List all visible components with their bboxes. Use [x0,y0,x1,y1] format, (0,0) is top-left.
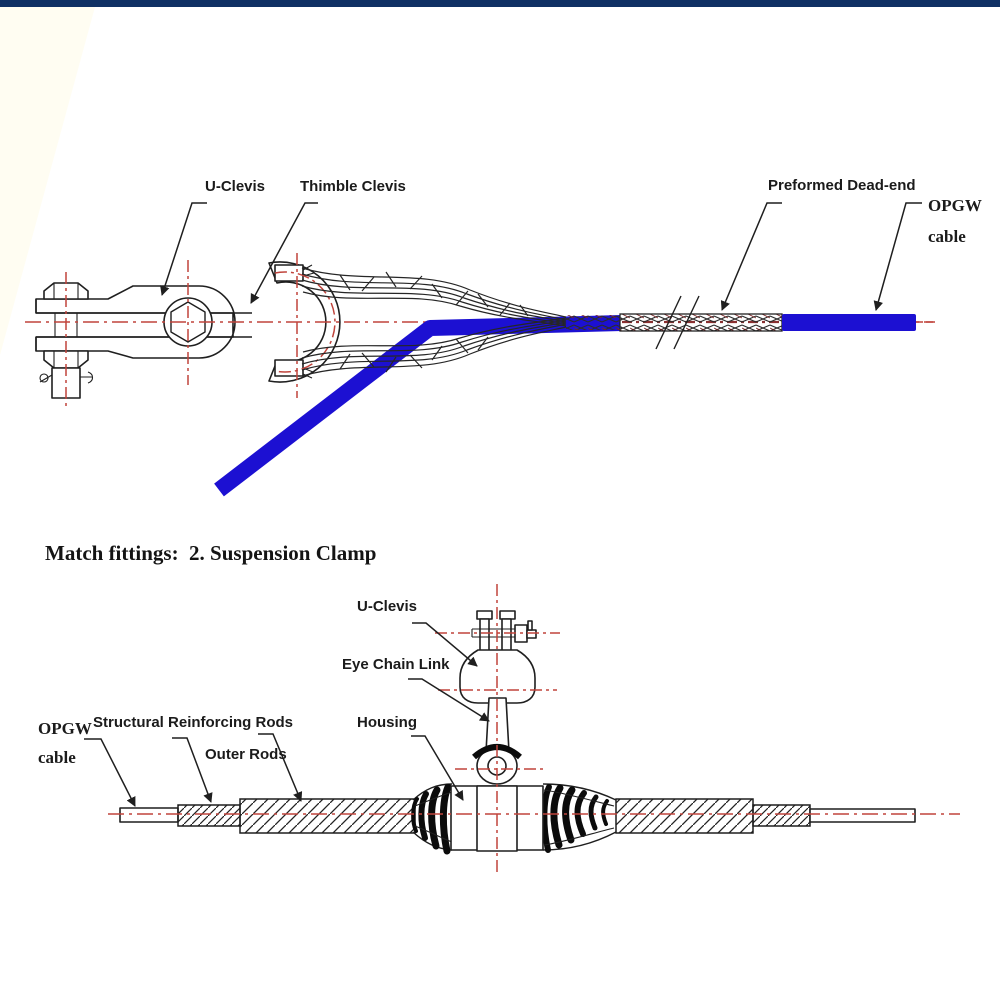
leader-eye-chain-link [408,678,490,722]
leader-u-clevis [160,202,207,296]
leader-thimble-clevis [250,202,318,304]
label-u-clevis-bottom: U-Clevis [357,598,417,615]
top-navy-bar [0,0,1000,7]
label-opgw-bottom-line1: OPGW [38,719,92,738]
label-housing: Housing [357,714,417,731]
label-opgw-top-line1: OPGW [928,196,982,215]
label-eye-chain-link: Eye Chain Link [342,656,450,673]
thimble-clevis-drawing [268,261,341,383]
leader-outer-rods [258,733,303,802]
label-thimble-clevis: Thimble Clevis [300,178,406,195]
label-u-clevis-top: U-Clevis [205,178,265,195]
strand-swell [411,783,617,855]
leader-preformed-dead-end [720,202,782,311]
preformed-strands [301,267,567,377]
section-heading: Match fittings: 2. Suspension Clamp [45,541,376,565]
label-structural-rods: Structural Reinforcing Rods [93,714,293,731]
corner-tint [0,7,95,355]
leader-opgw-cable-top [873,202,922,311]
label-opgw-bottom-line2: cable [38,748,76,767]
leader-u-clevis-bottom [412,622,478,667]
cable-and-rods [119,798,916,834]
leader-housing [411,735,464,801]
dead-end-diagram: U-Clevis Thimble Clevis Preformed Dead-e… [25,177,982,497]
leader-opgw-cable-bottom [84,738,136,807]
label-outer-rods: Outer Rods [205,746,287,763]
leader-structural-rods [172,737,213,803]
suspension-diagram: U-Clevis Eye Chain Link Housing OPGW cab… [38,584,960,876]
break-marks [655,295,700,350]
suspension-clevis-drawing [459,610,537,785]
cable-twisted-section [566,313,783,332]
label-preformed-dead-end: Preformed Dead-end [768,177,916,194]
opgw-cable-blue-right [782,314,916,331]
u-clevis-drawing [35,282,252,399]
label-opgw-top-line2: cable [928,227,966,246]
suspension-centerlines [108,584,960,876]
